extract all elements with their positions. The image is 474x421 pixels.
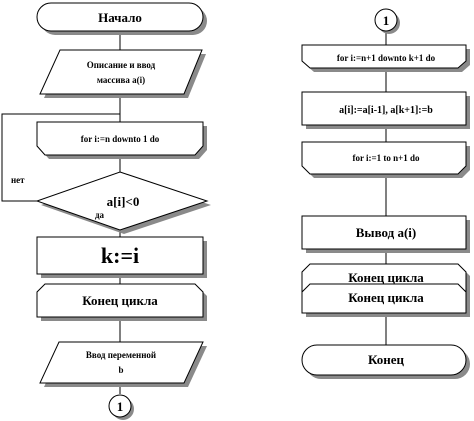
input-array-block: Описание и ввод массива a(i)	[39, 49, 206, 98]
connector-bottom-label: 1	[117, 399, 124, 414]
input-array-label-2: массива a(i)	[97, 75, 145, 85]
input-variable-label-2: b	[118, 365, 123, 375]
shift-assign-block: a[i]:=a[i-1], a[k+1]:=b	[301, 91, 470, 129]
loop-end-block: Конец цикла	[36, 283, 207, 321]
assign-k-label: k:=i	[101, 243, 139, 268]
output-label: Вывод a(i)	[356, 225, 416, 240]
input-variable-block: Ввод переменной b	[39, 341, 207, 387]
loop2-header-label: for i:=1 to n+1 do	[352, 153, 420, 163]
start-terminator: Начало	[36, 2, 207, 35]
loop2-end-label: Конец цикла	[348, 270, 424, 285]
branch-no-label: нет	[11, 175, 25, 185]
output-block: Вывод a(i)	[301, 215, 470, 253]
start-label: Начало	[98, 10, 142, 25]
loop2-header-block: for i:=1 to n+1 do	[301, 141, 470, 178]
loop-header-block: for i:=n downto 1 do	[36, 121, 207, 159]
connector-bottom: 1	[108, 394, 134, 420]
input-array-label-1: Описание и ввод	[87, 60, 156, 70]
end-terminator: Конец	[301, 344, 470, 379]
right-loop-header-block: for i:=n+1 downto k+1 do	[301, 44, 470, 72]
connector-top: 1	[374, 8, 400, 34]
shift-assign-label: a[i]:=a[i-1], a[k+1]:=b	[339, 105, 433, 116]
assign-k-block: k:=i	[36, 236, 207, 278]
end-label: Конец	[368, 352, 405, 367]
condition-label: a[i]<0	[107, 194, 140, 209]
condition-decision: a[i]<0	[35, 171, 211, 234]
connector-top-label: 1	[383, 13, 390, 28]
loop-header-label: for i:=n downto 1 do	[81, 134, 160, 144]
loop-end-label: Конец цикла	[82, 293, 158, 308]
input-variable-label-1: Ввод переменной	[86, 350, 156, 360]
right-loop-end-block: Конец цикла	[301, 283, 470, 317]
right-loop-end-label: Конец цикла	[348, 290, 424, 305]
branch-yes-label: да	[95, 210, 105, 220]
right-loop-header-label: for i:=n+1 downto k+1 do	[337, 53, 436, 63]
